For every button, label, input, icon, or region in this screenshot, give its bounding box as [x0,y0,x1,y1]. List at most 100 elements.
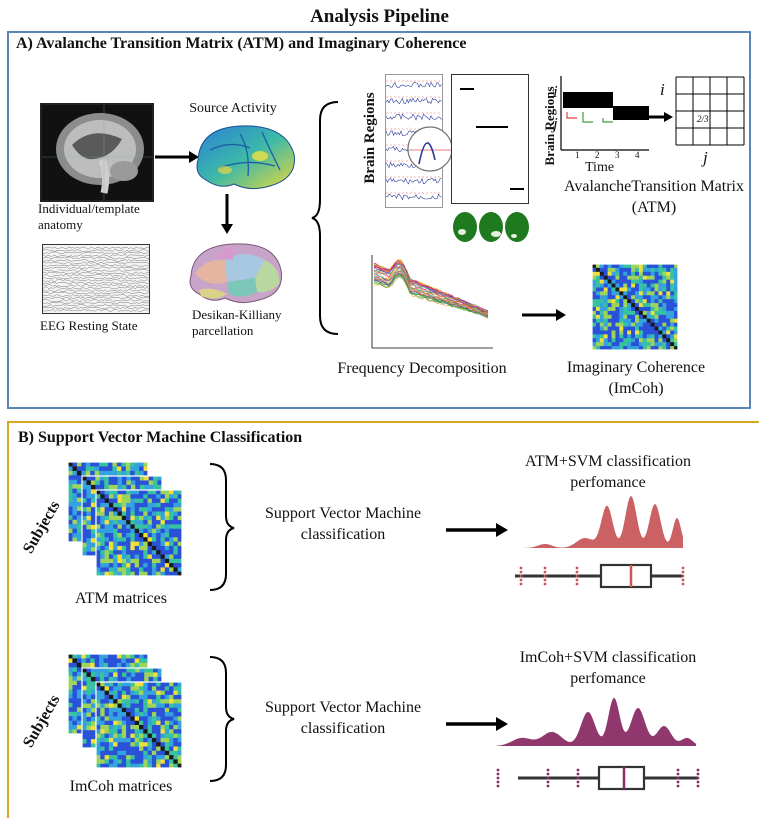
heatmap-cell [169,712,174,717]
heatmap-cell [134,720,140,726]
heatmap-cell [635,295,640,300]
heatmap-cell [72,662,78,668]
heatmap-cell [117,520,123,525]
heatmap-cell [607,303,612,308]
heatmap-cell [650,314,655,320]
heatmap-cell [635,338,640,343]
heatmap-cell [86,507,92,512]
heatmap-cell [611,346,616,351]
heatmap-cell [82,712,87,718]
heatmap-cell [607,342,612,347]
heatmap-cell [642,322,648,327]
jitter-point [575,582,579,586]
heatmap-cell [173,563,178,568]
heatmap-cell [139,498,144,504]
jitter-point [696,768,700,772]
heatmap-cell [126,537,131,542]
heatmap-cell [113,720,118,726]
heatmap-cell [100,558,105,564]
heatmap-cell [90,538,96,543]
heatmap-cell [100,729,105,734]
heatmap-cell [147,703,153,709]
heatmap-cell [76,694,82,699]
heatmap-cell [134,763,140,769]
heatmap-cell [654,264,659,269]
heatmap-cell [666,303,671,308]
heatmap-cell [177,571,183,577]
heatmap-cell [627,299,632,304]
heatmap-cell [104,545,110,551]
heatmap-cell [160,755,166,760]
heatmap-cell [654,326,659,331]
heatmap-cell [638,271,644,277]
heatmap-cell [134,511,140,517]
heatmap-cell [134,690,140,696]
heatmap-cell [117,729,123,734]
heatmap-cell [139,558,144,564]
heatmap-cell [638,275,644,280]
heatmap-cell [164,524,170,529]
heatmap-cell [623,283,628,288]
heatmap-cell [139,729,144,734]
heatmap-cell [642,267,648,273]
heatmap-cell [76,662,82,668]
heatmap-cell [173,541,178,547]
heatmap-cell [666,275,671,280]
heatmap-cell [99,462,104,467]
heatmap-cell [147,720,153,726]
heatmap-cell [104,755,110,760]
heatmap-cell [147,533,153,538]
heatmap-cell [121,755,127,760]
heatmap-cell [650,318,655,323]
anatomy-label: Individual/template anatomy [38,201,140,232]
avalanche-raster [560,76,649,151]
heatmap-cell [160,746,166,752]
heatmap-cell [173,520,178,525]
heatmap-cell [117,716,123,721]
heatmap-cell [108,672,114,678]
heatmap-cell [86,547,92,552]
heatmap-cell [156,515,161,521]
heatmap-cell [100,490,105,495]
heatmap-cell [104,703,110,709]
heatmap-cell [674,322,679,327]
heatmap-cell [126,533,131,538]
heatmap-cell [662,275,667,280]
heatmap-cell [173,490,178,495]
heatmap-cell [654,295,659,300]
heatmap-cell [662,307,667,312]
heatmap-cell [68,689,73,695]
heatmap-cell [68,537,73,543]
heatmap-cell [86,694,92,700]
heatmap-cell [113,746,118,752]
heatmap-cell [615,310,620,316]
heatmap-cell [113,515,118,521]
heatmap-cell [100,703,105,709]
heatmap-cell [108,466,113,472]
heatmap-cell [177,686,183,691]
heatmap-cell [139,524,144,529]
heatmap-cell [130,668,136,673]
heatmap-cell [96,507,101,512]
heatmap-cell [173,515,178,521]
heatmap-cell [160,737,166,743]
heatmap-cell [607,275,612,280]
heatmap-cell [82,703,87,709]
heatmap-cell [96,720,101,726]
zoom-circle [407,126,453,172]
heatmap-cell [654,334,659,339]
heatmap-cell [151,746,157,752]
heatmap-cell [76,725,82,730]
heatmap-cell [173,545,178,551]
spectrum-line [373,271,489,316]
heatmap-cell [646,279,651,284]
jitter-point [546,772,550,776]
heatmap-cell [670,267,675,273]
heatmap-cell [654,299,659,304]
heatmap-cell [619,322,624,327]
heatmap-cell [151,524,157,529]
heatmap-cell [151,545,157,551]
heatmap-cell [100,494,105,499]
heatmap-cell [126,686,131,691]
heatmap-cell [595,342,601,347]
